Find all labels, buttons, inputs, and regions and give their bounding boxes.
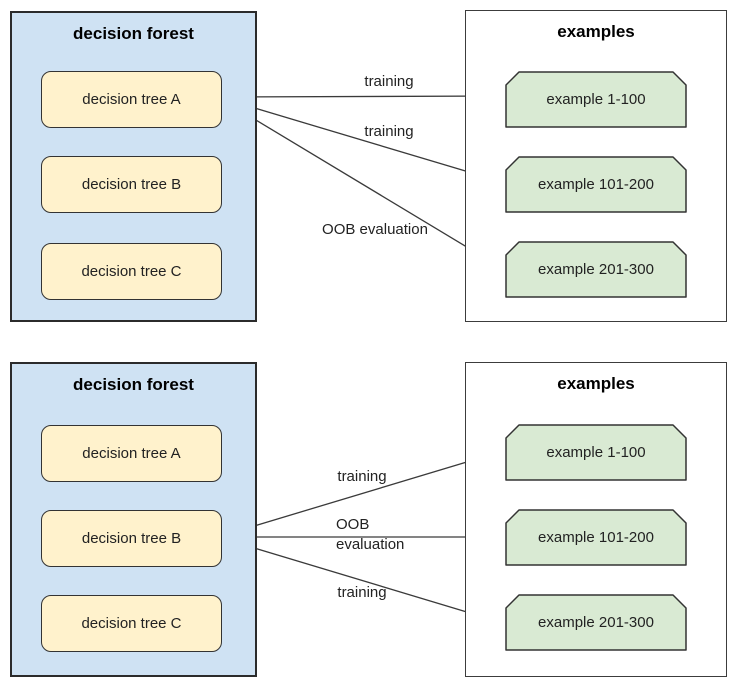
card-shape <box>505 424 687 481</box>
node-decision-tree-b: decision tree B <box>41 156 222 213</box>
edge-label-oob-evaluation: OOB evaluation <box>336 516 405 553</box>
card-shape <box>505 594 687 651</box>
forest-panel-bottom: decision forest decision tree A decision… <box>10 362 257 677</box>
node-label: example 1-100 <box>546 91 646 108</box>
node-example-1-100: example 1-100 <box>505 424 687 481</box>
node-decision-tree-a: decision tree A <box>41 71 222 128</box>
edge-label-training-1: training <box>364 73 414 90</box>
node-label: example 201-300 <box>538 614 654 631</box>
node-decision-tree-c: decision tree C <box>41 243 222 300</box>
forest-title: decision forest <box>73 24 194 43</box>
examples-title: examples <box>557 374 635 393</box>
node-decision-tree-a: decision tree A <box>41 425 222 482</box>
card-shape <box>505 509 687 566</box>
node-label: decision tree B <box>81 530 182 547</box>
examples-panel-top: examples example 1-100 example 101-200 e… <box>465 10 727 322</box>
examples-title: examples <box>557 22 635 41</box>
node-example-101-200: example 101-200 <box>505 509 687 566</box>
node-label: example 101-200 <box>538 529 654 546</box>
edge-label-training-2: training <box>337 584 387 601</box>
card-shape <box>505 241 687 298</box>
node-label: decision tree C <box>81 263 182 280</box>
node-decision-tree-c: decision tree C <box>41 595 222 652</box>
node-label: example 201-300 <box>538 261 654 278</box>
node-label: decision tree A <box>82 445 181 462</box>
card-shape <box>505 71 687 128</box>
edge-label-training-1: training <box>337 468 387 485</box>
node-example-201-300: example 201-300 <box>505 594 687 651</box>
node-example-101-200: example 101-200 <box>505 156 687 213</box>
edge-label-training-2: training <box>364 123 414 140</box>
forest-panel-top: decision forest decision tree A decision… <box>10 11 257 322</box>
node-example-1-100: example 1-100 <box>505 71 687 128</box>
node-decision-tree-b: decision tree B <box>41 510 222 567</box>
node-label: example 1-100 <box>546 444 646 461</box>
edge-top-treeA-to-ex3-oob <box>220 98 501 268</box>
node-label: decision tree B <box>81 176 182 193</box>
forest-title: decision forest <box>73 375 194 394</box>
edge-label-oob-evaluation: OOB evaluation <box>322 221 428 238</box>
edge-top-treeA-to-ex1-training <box>220 92 504 100</box>
node-label: decision tree C <box>81 615 182 632</box>
node-label: decision tree A <box>82 91 181 108</box>
node-example-201-300: example 201-300 <box>505 241 687 298</box>
edge-top-treeA-to-ex2-training <box>220 97 500 182</box>
node-label: example 101-200 <box>538 176 654 193</box>
card-shape <box>505 156 687 213</box>
examples-panel-bottom: examples example 1-100 example 101-200 e… <box>465 362 727 677</box>
